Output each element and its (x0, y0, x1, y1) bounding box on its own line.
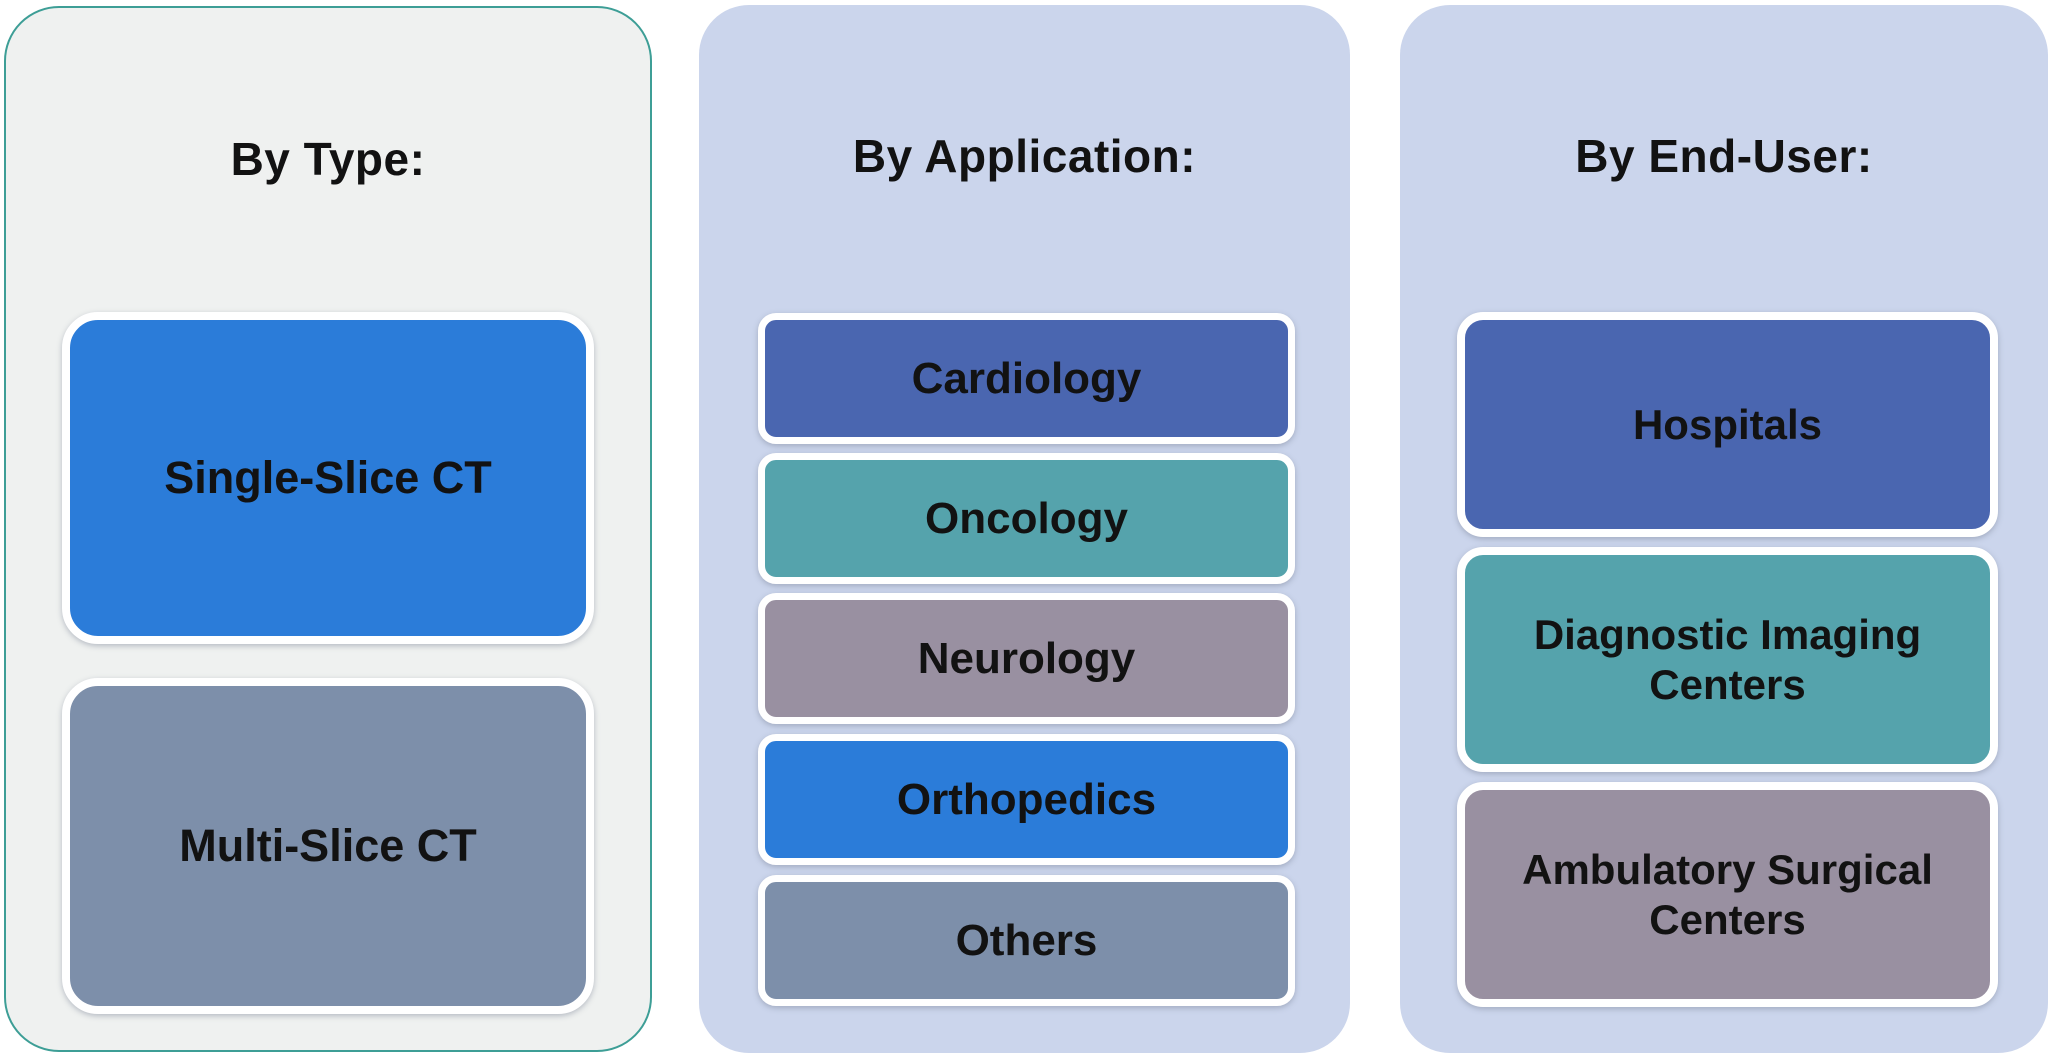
panel-by-application-title: By Application: (852, 130, 1197, 182)
segment-label: Ambulatory Surgical Centers (1522, 845, 1933, 943)
segment-label: Neurology (917, 633, 1136, 683)
segment-single-slice-ct: Single-Slice CT (62, 312, 594, 644)
panel-by-end-user-title: By End-User: (1575, 130, 1873, 182)
segment-label: Cardiology (911, 353, 1142, 403)
panel-by-type-title: By Type: (230, 133, 426, 185)
segment-hospitals: Hospitals (1457, 312, 1998, 537)
panel-by-application: By Application: Cardiology Oncology Neur… (699, 5, 1350, 1053)
segment-label: Hospitals (1632, 400, 1823, 448)
segment-cardiology: Cardiology (758, 313, 1295, 444)
segment-oncology: Oncology (758, 453, 1295, 584)
segment-label: Multi-Slice CT (179, 820, 477, 871)
segment-ambulatory-surgical-centers: Ambulatory Surgical Centers (1457, 782, 1998, 1007)
segment-label: Others (955, 915, 1098, 965)
segment-label: Orthopedics (896, 774, 1157, 824)
segment-multi-slice-ct: Multi-Slice CT (62, 678, 594, 1014)
segment-label: Oncology (925, 493, 1128, 543)
segment-label: Diagnostic Imaging Centers (1533, 610, 1922, 708)
segment-others: Others (758, 875, 1295, 1006)
panel-by-end-user: By End-User: Hospitals Diagnostic Imagin… (1400, 5, 2048, 1053)
segment-orthopedics: Orthopedics (758, 734, 1295, 865)
segment-neurology: Neurology (758, 593, 1295, 724)
segment-label: Single-Slice CT (164, 452, 492, 503)
segment-diagnostic-imaging-centers: Diagnostic Imaging Centers (1457, 547, 1998, 772)
panel-by-type: By Type: Single-Slice CT Multi-Slice CT (4, 6, 652, 1052)
